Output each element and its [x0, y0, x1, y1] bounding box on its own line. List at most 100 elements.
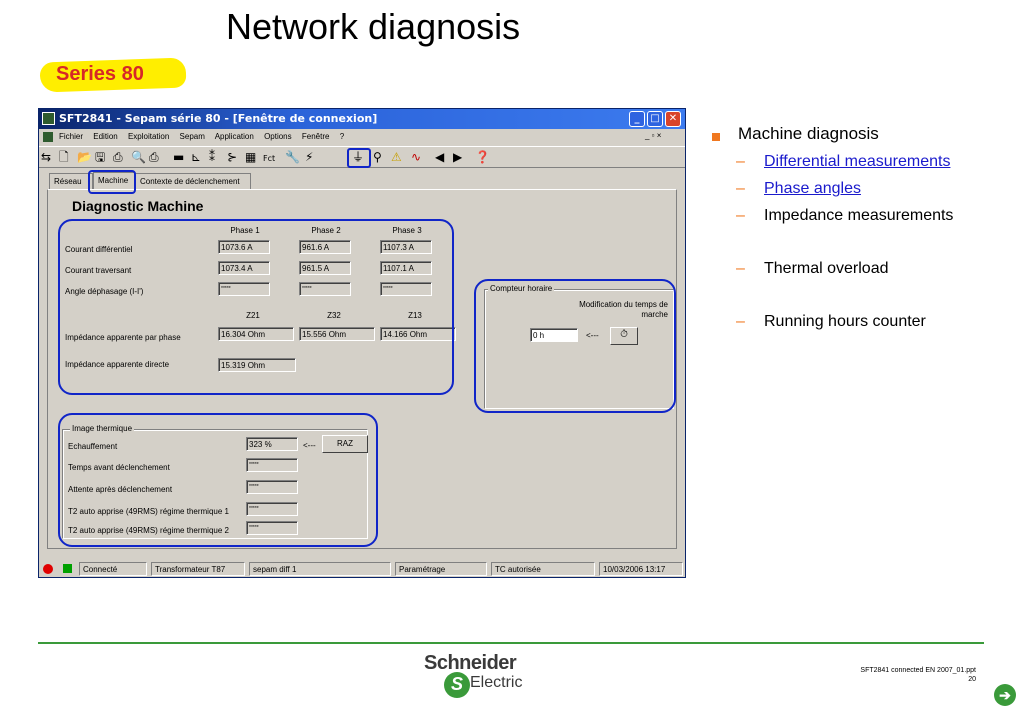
series-label: Series 80: [56, 63, 144, 85]
window-titlebar[interactable]: SFT2841 - Sepam série 80 - [Fenêtre de c…: [39, 109, 685, 129]
connect-icon[interactable]: ⇆: [41, 150, 52, 164]
statusbar: Connecté Transformateur T87 sepam diff 1…: [39, 561, 685, 577]
status-mode: Paramétrage: [395, 562, 487, 576]
courant-traversant-phase2: 961.5 A: [299, 261, 351, 275]
print-icon[interactable]: ⎙: [113, 150, 123, 164]
echauffement-label: Echauffement: [68, 442, 118, 451]
row-label-courant-traversant: Courant traversant: [65, 266, 132, 275]
menu-edition[interactable]: Edition: [93, 132, 118, 141]
compteur-group: [484, 289, 674, 409]
logic-icon[interactable]: ⊱: [227, 150, 238, 164]
doc-filename: SFT2841 connected EN 2007_01.ppt: [860, 667, 976, 674]
compteur-group-title: Compteur horaire: [488, 284, 555, 293]
menu-options[interactable]: Options: [264, 132, 292, 141]
tools-icon[interactable]: 🔧: [285, 150, 300, 164]
close-button[interactable]: ✕: [665, 111, 681, 127]
alarm-status-icon: [43, 564, 53, 574]
new-file-icon[interactable]: 🗋: [59, 150, 69, 164]
minimize-button[interactable]: _: [629, 111, 645, 127]
status-transformer: Transformateur T87: [151, 562, 245, 576]
connection-status-icon: [63, 564, 72, 573]
open-folder-icon[interactable]: 📂: [77, 150, 92, 164]
impedance-z32: 15.556 Ohm: [299, 327, 375, 341]
phase3-header: Phase 3: [392, 226, 422, 235]
mdi-controls[interactable]: _ ▫ ×: [645, 131, 662, 140]
t2-regime2-label: T2 auto apprise (49RMS) régime thermique…: [68, 526, 229, 535]
menubar: Fichier Edition Exploitation Sepam Appli…: [39, 129, 685, 145]
phase2-header: Phase 2: [311, 226, 341, 235]
print-preview-icon[interactable]: 🔍: [131, 150, 146, 164]
help-icon[interactable]: ❓: [475, 150, 490, 164]
menu-help[interactable]: ?: [339, 132, 345, 141]
back-icon[interactable]: ◀: [435, 150, 445, 164]
diagnosis-icon-highlight: [347, 148, 371, 168]
thermal-group-title: Image thermique: [70, 424, 135, 433]
save-icon[interactable]: 🖫: [95, 150, 106, 164]
compteur-highlight: [474, 279, 676, 413]
logo-schneider: Schneider: [424, 652, 517, 674]
status-device: sepam diff 1: [249, 562, 391, 576]
courant-traversant-phase1: 1073.4 A: [218, 261, 270, 275]
waveform-icon[interactable]: ∿: [411, 150, 422, 164]
thermal-highlight: [58, 413, 378, 547]
z21-header: Z21: [246, 311, 260, 320]
echauffement-arrow: <---: [303, 441, 316, 450]
status-datetime: 10/03/2006 13:17: [599, 562, 683, 576]
row-label-courant-differentiel: Courant différentiel: [65, 245, 133, 254]
row-label-impedance-directe: Impédance apparente directe: [65, 360, 170, 369]
alarm-icon[interactable]: ⚠: [391, 150, 402, 164]
impedance-z13: 14.166 Ohm: [380, 327, 456, 341]
menu-sepam[interactable]: Sepam: [179, 132, 205, 141]
temps-avant-value: *****: [246, 458, 298, 472]
status-connection: Connecté: [79, 562, 147, 576]
page-number: 20: [968, 676, 976, 683]
link-phase-angles[interactable]: Phase angles: [764, 180, 861, 197]
menu-fenetre[interactable]: Fenêtre: [301, 132, 330, 141]
angle-dephasage-phase2: *****: [299, 282, 351, 296]
slide-title: Network diagnosis: [226, 6, 521, 47]
menu-application[interactable]: Application: [214, 132, 254, 141]
diagnosis-icon[interactable]: ⏚: [352, 150, 365, 164]
print-setup-icon[interactable]: ⎙: [149, 150, 159, 164]
echauffement-value: 323 %: [246, 437, 298, 451]
modification-temps-label: Modification du temps de marche: [579, 300, 668, 319]
maintenance-icon[interactable]: ⚲: [373, 150, 382, 164]
row-label-impedance-phase: Impédance apparente par phase: [65, 333, 181, 342]
compteur-value-input[interactable]: 0 h: [530, 328, 578, 342]
thermal-group: [62, 429, 368, 539]
window-title: SFT2841 - Sepam série 80 - [Fenêtre de c…: [59, 112, 378, 125]
tab-reseau[interactable]: Réseau: [49, 173, 93, 189]
angle-dephasage-phase3: *****: [380, 282, 432, 296]
menu-fichier[interactable]: Fichier: [59, 132, 84, 141]
machine-panel: [47, 189, 677, 549]
z13-header: Z13: [408, 311, 422, 320]
function-button[interactable]: Fct: [263, 154, 276, 163]
tab-contexte[interactable]: Contexte de déclenchement: [135, 173, 251, 189]
t2-regime2-value: *****: [246, 521, 298, 535]
app-window: SFT2841 - Sepam série 80 - [Fenêtre de c…: [38, 108, 686, 578]
t2-regime1-label: T2 auto apprise (49RMS) régime thermique…: [68, 507, 229, 516]
bullet-square-icon: [712, 133, 720, 141]
forward-icon[interactable]: ▶: [453, 150, 463, 164]
monitor-icon[interactable]: ▬: [173, 150, 185, 164]
courant-differentiel-phase3: 1107.3 A: [380, 240, 432, 254]
machine-tab-highlight: [88, 170, 136, 194]
menu-exploitation[interactable]: Exploitation: [127, 132, 170, 141]
io-icon[interactable]: ⁑: [209, 150, 215, 164]
compteur-arrow: <---: [586, 331, 599, 340]
status-tc: TC autorisée: [491, 562, 595, 576]
matrix-icon[interactable]: ▦: [245, 150, 257, 164]
next-slide-button[interactable]: ➔: [994, 684, 1016, 706]
chart-icon[interactable]: ⊾: [191, 150, 202, 164]
protection-icon[interactable]: ⚡: [305, 150, 314, 164]
document-icon[interactable]: [43, 132, 53, 142]
phase1-header: Phase 1: [230, 226, 260, 235]
maximize-button[interactable]: □: [647, 111, 663, 127]
link-differential-measurements[interactable]: Differential measurements: [764, 153, 951, 170]
toolbar: ⇆ 🗋 📂 🖫 ⎙ 🔍 ⎙ ▬ ⊾ ⁑ ⊱ ▦ Fct 🔧 ⚡ ⏚ ⚲ ⚠ ∿ …: [39, 146, 685, 168]
modify-counter-button[interactable]: ⏱: [610, 327, 638, 345]
raz-button[interactable]: RAZ: [322, 435, 368, 453]
app-icon: [42, 112, 55, 125]
diagnostic-highlight: [58, 219, 454, 395]
z32-header: Z32: [327, 311, 341, 320]
